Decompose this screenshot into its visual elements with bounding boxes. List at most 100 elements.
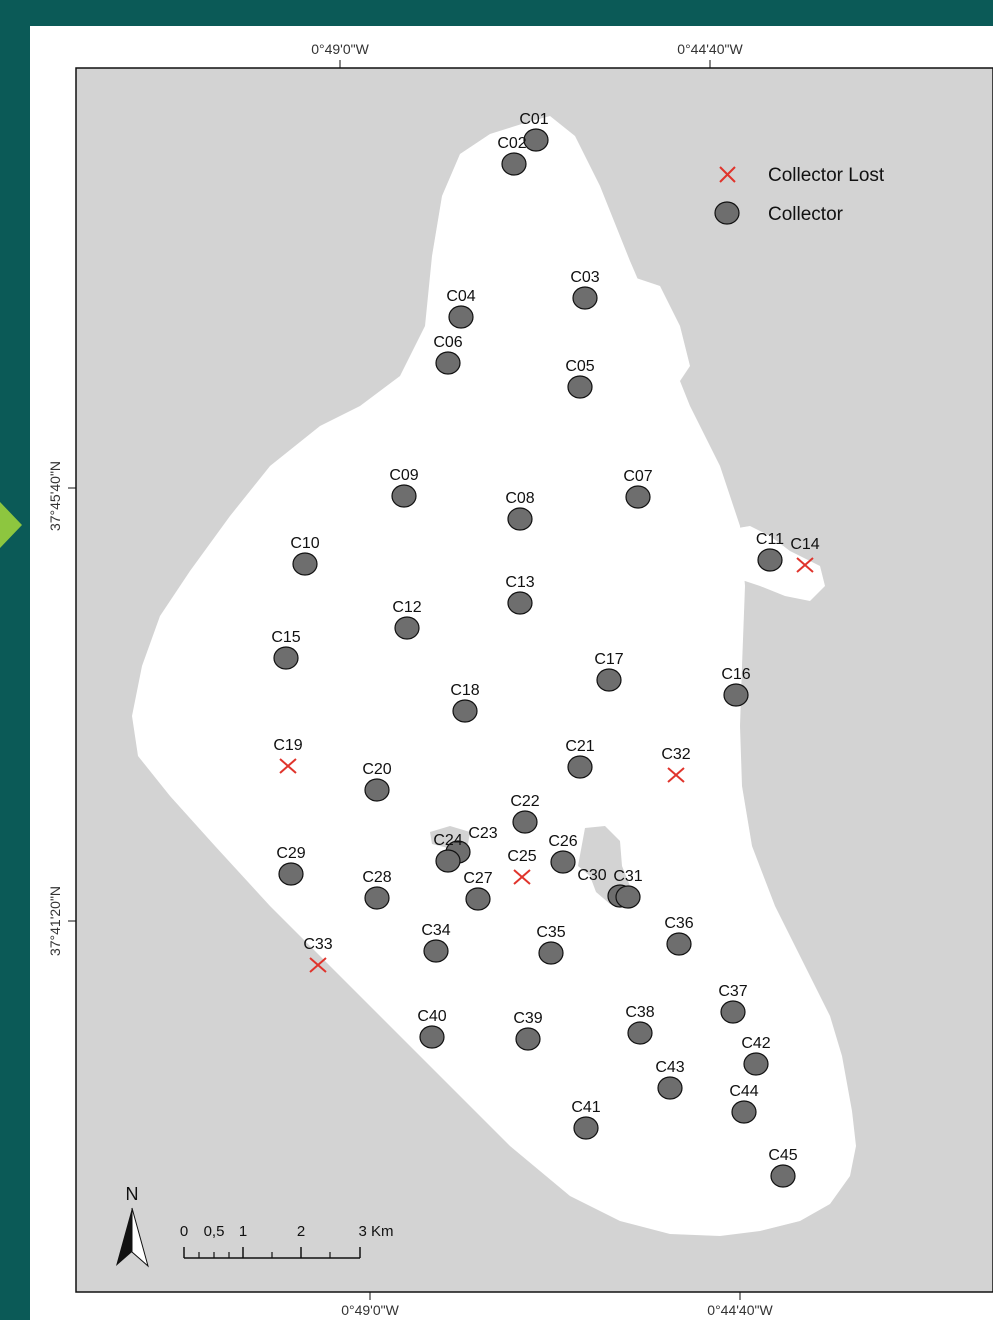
lost-collector-c33: C33 [303, 936, 333, 973]
collector-c36: C36 [664, 915, 694, 956]
collector-marker-icon [394, 616, 420, 640]
collector-marker-icon [720, 1000, 746, 1024]
collector-label: C16 [721, 666, 750, 683]
legend-lost-label: Collector Lost [768, 165, 885, 186]
collector-marker-icon [512, 810, 538, 834]
collector-c31: C31 [613, 868, 643, 909]
collector-c20: C20 [362, 761, 392, 802]
scale-bar: 0 0,5 1 2 3 Km [180, 1223, 394, 1259]
scale-tick-2: 2 [297, 1223, 305, 1240]
collector-marker-icon [757, 548, 783, 572]
collector-marker-icon [567, 375, 593, 399]
collector-marker-icon [573, 1116, 599, 1140]
collector-marker-icon [273, 646, 299, 670]
collector-c34: C34 [421, 922, 451, 963]
collector-marker-icon [550, 850, 576, 874]
collector-c44: C44 [729, 1083, 759, 1124]
collector-label: C22 [510, 793, 539, 810]
collector-label: C03 [570, 269, 599, 286]
collector-marker-icon [507, 507, 533, 531]
collector-label: C38 [625, 1004, 654, 1021]
scale-tick-3: 3 Km [358, 1223, 393, 1240]
nav-arrow-icon[interactable] [0, 502, 22, 548]
collector-c37: C37 [718, 983, 748, 1024]
collector-label: C02 [497, 135, 526, 152]
collector-label: C17 [594, 651, 623, 668]
collector-label: C28 [362, 869, 391, 886]
map-panel: 0°49'0"W 0°44'40"W 0°49'0"W 0°44'40"W 37… [30, 26, 993, 1320]
coord-left-upper: 37°45'40"N [47, 461, 63, 531]
collector-label: C01 [519, 111, 548, 128]
scale-tick-0-5: 0,5 [204, 1223, 225, 1240]
collector-marker-icon [627, 1021, 653, 1045]
collector-marker-icon [435, 351, 461, 375]
collector-c11: C11 [756, 531, 784, 572]
collector-c21: C21 [565, 738, 595, 779]
collector-marker-icon [615, 885, 641, 909]
north-label: N [126, 1184, 139, 1204]
map-figure: 0°49'0"W 0°44'40"W 0°49'0"W 0°44'40"W 37… [47, 41, 993, 1318]
collector-c09: C09 [389, 467, 419, 508]
collector-label: C06 [433, 334, 462, 351]
collector-label: C39 [513, 1010, 542, 1027]
collector-marker-icon [391, 484, 417, 508]
collector-c27: C27 [463, 870, 493, 911]
lost-marker-icon [513, 869, 531, 885]
lost-collector-c14: C14 [790, 536, 820, 573]
collector-label: C07 [623, 468, 652, 485]
collector-marker-icon [657, 1076, 683, 1100]
collector-marker-icon [501, 152, 527, 176]
collector-label: C10 [290, 535, 319, 552]
collector-label: C09 [389, 467, 418, 484]
marina-area [630, 276, 690, 381]
collector-label: C45 [768, 1147, 797, 1164]
legend-collector-label: Collector [768, 204, 844, 225]
collector-marker-icon [625, 485, 651, 509]
collector-marker-icon [278, 862, 304, 886]
collector-marker-icon [364, 886, 390, 910]
lost-marker-icon [309, 957, 327, 973]
collector-marker-icon [448, 305, 474, 329]
collector-label: C42 [741, 1035, 770, 1052]
collector-marker-icon [292, 552, 318, 576]
legend-collector-icon [714, 201, 740, 225]
lost-collector-label: C19 [273, 737, 302, 754]
collector-label: C21 [565, 738, 594, 755]
collector-label: C04 [446, 288, 475, 305]
collector-c26: C26 [548, 833, 578, 874]
coord-bottom-left: 0°49'0"W [341, 1302, 399, 1318]
collector-label: C12 [392, 599, 421, 616]
collector-label: C27 [463, 870, 492, 887]
collector-c42: C42 [741, 1035, 771, 1076]
collector-c05: C05 [565, 358, 595, 399]
collector-c17: C17 [594, 651, 624, 692]
lost-collector-label: C14 [790, 536, 819, 553]
coord-top-left: 0°49'0"W [311, 41, 369, 57]
lost-marker-icon [279, 758, 297, 774]
collector-marker-icon [538, 941, 564, 965]
collector-c16: C16 [721, 666, 751, 707]
collector-c18: C18 [450, 682, 480, 723]
coord-bottom-right: 0°44'40"W [707, 1302, 773, 1318]
collector-label: C37 [718, 983, 747, 1000]
collector-c08: C08 [505, 490, 535, 531]
collector-label: C43 [655, 1059, 684, 1076]
collector-c07: C07 [623, 468, 653, 509]
coord-top-right: 0°44'40"W [677, 41, 743, 57]
collector-c35: C35 [536, 924, 566, 965]
lost-collector-c25: C25 [507, 848, 537, 885]
lost-collector-label: C33 [303, 936, 332, 953]
islet-right [904, 654, 924, 684]
lost-marker-icon [667, 767, 685, 783]
collector-c43: C43 [655, 1059, 685, 1100]
collector-marker-icon [423, 939, 449, 963]
collector-c12: C12 [392, 599, 422, 640]
collector-marker-icon [452, 699, 478, 723]
collector-label: C13 [505, 574, 534, 591]
collector-marker-icon [364, 778, 390, 802]
collector-c38: C38 [625, 1004, 655, 1045]
lost-marker-icon [796, 557, 814, 573]
legend: Collector Lost Collector [714, 165, 885, 225]
collector-marker-icon [419, 1025, 445, 1049]
